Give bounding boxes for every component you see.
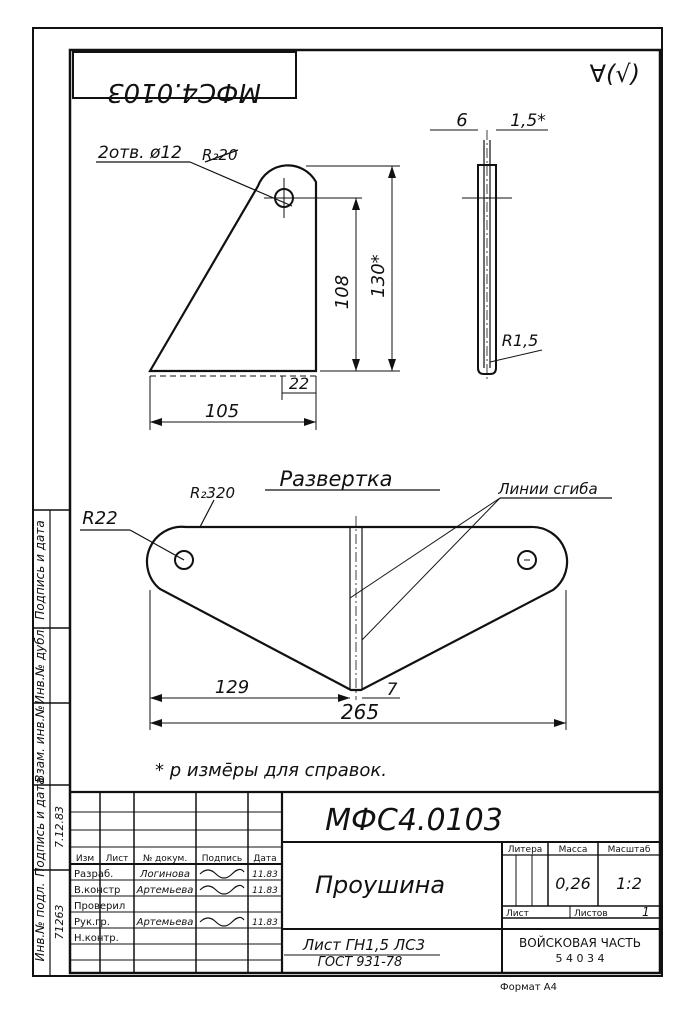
date-r3: 11.83 bbox=[252, 918, 278, 928]
dim-22: 22 bbox=[289, 374, 309, 393]
material-line-2: ГОСТ 931-78 bbox=[318, 955, 403, 970]
dev-hole-left bbox=[174, 550, 194, 570]
side-label-2: Инв.№ дубл. bbox=[33, 626, 47, 704]
date-r2: 11.83 bbox=[252, 886, 278, 896]
side-label-4: Подпись и дата bbox=[33, 777, 47, 876]
drawing-code: МФС4.0103 bbox=[325, 803, 503, 838]
unit-number: 5 4 0 3 4 bbox=[556, 952, 605, 965]
development-title: Развертка bbox=[279, 467, 392, 491]
side-label-5: Инв.№ подл. bbox=[33, 883, 47, 962]
top-code-box bbox=[72, 51, 297, 99]
role-prover: Проверил bbox=[74, 901, 125, 912]
sheets-label: Листов bbox=[574, 909, 608, 919]
mass-value: 0,26 bbox=[555, 874, 591, 893]
organization: ВОЙСКОВАЯ ЧАСТЬ bbox=[519, 935, 641, 950]
role-nkontr: Н.контр. bbox=[74, 933, 119, 944]
inner-frame bbox=[68, 48, 662, 975]
name-razrab: Логинова bbox=[139, 869, 190, 880]
side-strip: Подпись и дата Инв.№ дубл. Взам. инв.№ П… bbox=[33, 509, 70, 975]
dim-130: 130* bbox=[368, 254, 389, 297]
material-line-1: Лист ГН1,5 ЛС3 bbox=[302, 936, 425, 954]
dim-1-5: 1,5* bbox=[510, 111, 546, 131]
role-konstr: В.констр bbox=[74, 885, 120, 896]
bend-lines-label: Линии сгиба bbox=[497, 480, 597, 498]
dim-129: 129 bbox=[215, 677, 249, 698]
dim-rz320: R₂320 bbox=[190, 484, 235, 502]
col-sign: Подпись bbox=[202, 854, 242, 864]
signature-1 bbox=[199, 868, 245, 879]
signature-3 bbox=[199, 916, 245, 927]
scale-value: 1:2 bbox=[616, 874, 642, 893]
front-view: 2отв. ø12 R₂20 108 130* 22 105 bbox=[96, 143, 400, 430]
dim-105: 105 bbox=[205, 401, 239, 422]
dev-hole-right bbox=[517, 550, 537, 570]
hdr-litera: Литера bbox=[508, 845, 543, 855]
dim-6: 6 bbox=[456, 110, 467, 131]
name-konstr: Артемьева bbox=[136, 885, 194, 896]
radius-label: R₂20 bbox=[202, 146, 238, 164]
role-razrab: Разраб. bbox=[74, 869, 113, 880]
dim-7: 7 bbox=[387, 680, 398, 700]
hdr-massa: Масса bbox=[559, 845, 588, 855]
sheet-label: Лист bbox=[506, 909, 529, 919]
side-date-2: 71263 bbox=[53, 905, 66, 940]
dim-r22: R22 bbox=[82, 508, 117, 529]
col-date: Дата bbox=[253, 854, 276, 864]
dim-r1-5: R1,5 bbox=[502, 331, 539, 350]
title-block: Изм Лист № докум. Подпись Дата Разраб. В… bbox=[70, 790, 660, 973]
side-label-3: Взам. инв.№ bbox=[33, 705, 47, 783]
dim-265: 265 bbox=[341, 700, 379, 724]
roughness-mark: ∀(√) bbox=[590, 60, 640, 88]
development-outline bbox=[145, 525, 569, 692]
holes-note: 2отв. ø12 bbox=[98, 143, 182, 163]
reference-note: * р изме̄ры для справок. bbox=[155, 760, 387, 781]
hdr-masshtab: Масштаб bbox=[608, 845, 651, 855]
outer-border bbox=[32, 27, 663, 977]
format-label: Формат А4 bbox=[500, 982, 557, 993]
role-ruk: Рук.гр. bbox=[74, 917, 110, 928]
plate-outline bbox=[477, 164, 497, 375]
date-r1: 11.83 bbox=[252, 870, 278, 880]
name-ruk: Артемьева bbox=[136, 917, 194, 928]
col-izm: Изм bbox=[76, 854, 94, 864]
development-view: Развертка Линии сгиба R22 R₂320 129 7 26… bbox=[80, 467, 612, 730]
signature-2 bbox=[199, 884, 245, 895]
col-doc: № докум. bbox=[143, 854, 187, 864]
part-name: Проушина bbox=[315, 871, 445, 899]
dim-108: 108 bbox=[332, 275, 353, 309]
sheets-value: 1 bbox=[642, 905, 650, 919]
col-list: Лист bbox=[106, 854, 129, 864]
bracket-outline bbox=[148, 164, 318, 373]
side-view: 6 1,5* R1,5 bbox=[430, 110, 548, 380]
side-date-1: 7.12.83 bbox=[53, 806, 66, 848]
side-label-1: Подпись и дата bbox=[33, 520, 47, 619]
top-code-rotated: МФС4.0103 bbox=[107, 77, 261, 107]
